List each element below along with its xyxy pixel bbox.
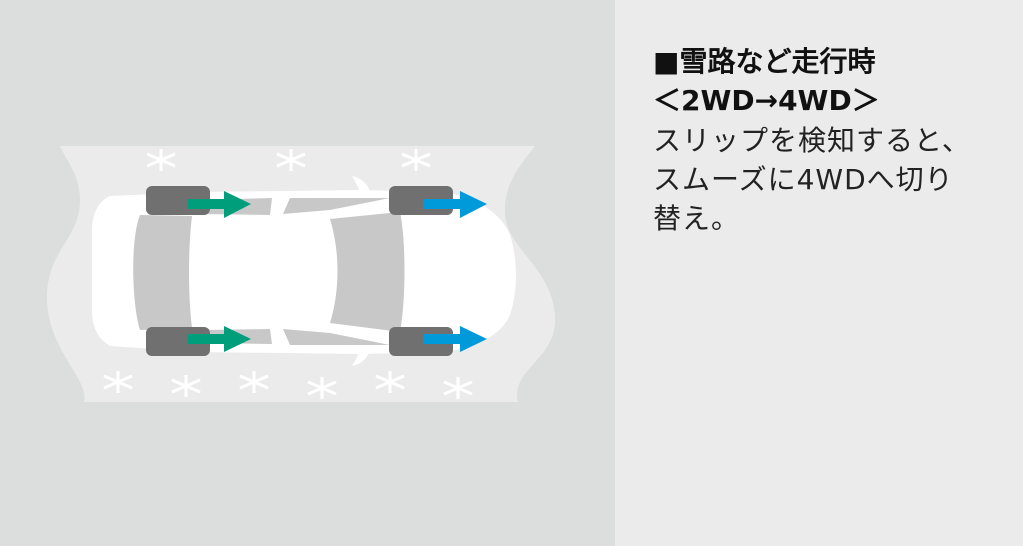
arrow-right-icon — [188, 326, 251, 352]
heading-line-1: ■雪路など走行時 — [653, 45, 876, 78]
snowflake-icon — [401, 149, 431, 171]
arrow-right-icon — [188, 191, 251, 218]
snowflake-icon — [146, 149, 176, 171]
car-body — [92, 190, 516, 354]
description-line-1: スリップを検知すると、 — [653, 124, 971, 157]
snowflake-icon — [375, 371, 405, 393]
arrow-right-icon — [423, 191, 487, 218]
snowflake-icon — [239, 371, 269, 393]
windshield — [330, 212, 405, 332]
front-drive-arrows — [423, 191, 487, 352]
side-window — [283, 198, 390, 214]
snowflakes — [103, 149, 473, 399]
heading-line-2: ＜2WD→4WD＞ — [653, 84, 880, 117]
heading: ■雪路など走行時 ＜2WD→4WD＞ — [653, 42, 880, 120]
side-window — [283, 329, 390, 345]
snowflake-icon — [103, 371, 133, 393]
snowflake-icon — [307, 377, 337, 399]
description-line-2: スムーズに4WDへ切り — [653, 163, 954, 196]
description-panel: ■雪路など走行時 ＜2WD→4WD＞ スリップを検知すると、 スムーズに4WDへ… — [615, 0, 1023, 546]
awd-car-diagram — [46, 146, 556, 402]
description: スリップを検知すると、 スムーズに4WDへ切り 替え。 — [653, 121, 971, 238]
arrow-right-icon — [423, 326, 487, 352]
description-line-3: 替え。 — [653, 202, 741, 235]
snowflake-icon — [171, 375, 201, 397]
illustration-panel — [0, 0, 615, 546]
snowflake-icon — [276, 149, 306, 171]
rear-drive-arrows — [188, 191, 251, 352]
snowflake-icon — [443, 377, 473, 399]
rear-window — [133, 215, 192, 330]
